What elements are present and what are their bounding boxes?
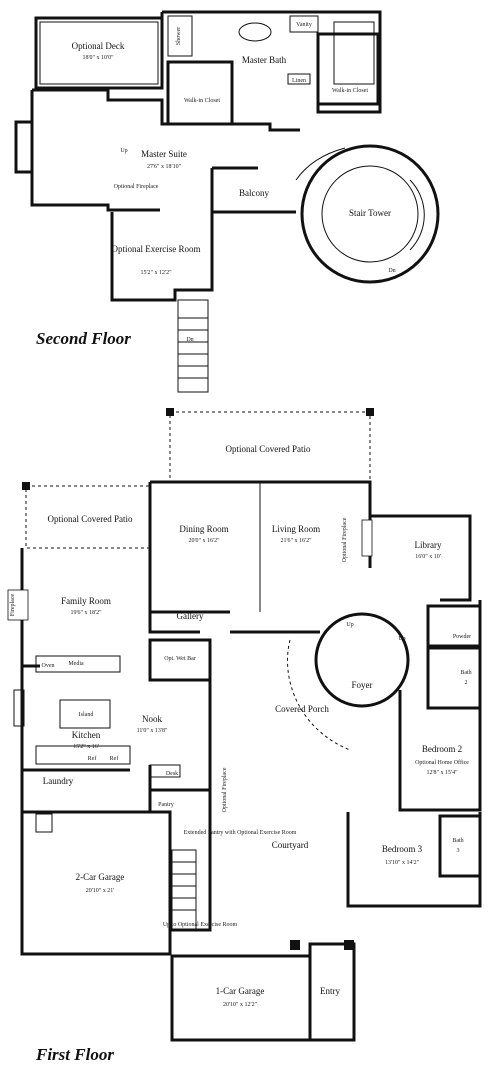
label-walkin-closet-left: Walk-in Closet	[184, 98, 220, 104]
label-optional-covered-patio-top: Optional Covered Patio	[226, 444, 311, 454]
dim-master-suite: 27'6" x 18'10"	[147, 164, 182, 170]
label-pantry: Pantry	[158, 802, 174, 808]
label-two-car-garage: 2-Car Garage	[76, 872, 125, 882]
dim-nook: 11'0" x 13'8"	[137, 728, 168, 734]
label-shower: Shower	[176, 27, 182, 45]
dim-optional-exercise-room: 15'2" x 12'2"	[140, 270, 172, 276]
dim-family-room: 19'6" x 18'2"	[70, 610, 102, 616]
label-bath2: Bath	[460, 670, 471, 676]
label-stair-tower: Stair Tower	[349, 208, 391, 218]
label-dn: Dn	[186, 337, 193, 343]
label-courtyard: Courtyard	[272, 840, 309, 850]
label-stair-dn: Dn	[388, 268, 395, 274]
label-up: Up	[120, 148, 127, 154]
label-bath3-num: 3	[457, 848, 460, 854]
label-walkin-closet-right: Walk-in Closet	[332, 88, 368, 94]
dim-one-car-garage: 20'10" x 12'2"	[223, 1002, 258, 1008]
label-master-bath: Master Bath	[242, 55, 287, 65]
second-floor-labels: Optional Deck 18'0" x 10'0" Shower Vanit…	[36, 22, 396, 348]
heading-first-floor: First Floor	[35, 1045, 114, 1064]
label-laundry: Laundry	[43, 776, 74, 786]
second-floor-walls	[14, 10, 440, 393]
label-fireplace: Fireplace	[10, 594, 16, 617]
label-optional-fireplace-living: Optional Fireplace	[342, 517, 348, 562]
label-foyer: Foyer	[352, 680, 373, 690]
label-covered-porch: Covered Porch	[275, 704, 329, 714]
label-bath2-num: 2	[465, 680, 468, 686]
label-ref2: Ref	[110, 755, 119, 762]
label-nook: Nook	[142, 714, 162, 724]
dim-library: 16'0" x 10'	[415, 554, 441, 560]
label-entry: Entry	[320, 986, 340, 996]
label-dining-room: Dining Room	[179, 524, 228, 534]
label-bath3: Bath	[452, 838, 463, 844]
label-kitchen: Kitchen	[72, 730, 101, 740]
label-optional-deck: Optional Deck	[72, 41, 125, 51]
dim-living-room: 21'6" x 16'2"	[280, 538, 312, 544]
dim-bedroom2: 12'8" x 15'4"	[426, 770, 458, 776]
label-island: Island	[79, 712, 94, 718]
label-bedroom2: Bedroom 2	[422, 744, 462, 754]
dim-dining-room: 20'0" x 16'2"	[188, 538, 220, 544]
label-linen: Linen	[292, 78, 306, 84]
label-balcony: Balcony	[239, 188, 269, 198]
label-vanity: Vanity	[296, 22, 312, 28]
label-up-optional-exercise: Up to Optional Exercise Room	[163, 922, 238, 928]
dim-optional-deck: 18'0" x 10'0"	[82, 55, 114, 61]
label-oven: Oven	[42, 663, 55, 669]
label-master-suite: Master Suite	[141, 149, 187, 159]
label-optional-covered-patio-left: Optional Covered Patio	[48, 514, 133, 524]
label-media: Media	[68, 661, 84, 667]
label-powder: Powder	[453, 634, 471, 640]
label-desk: Desk	[166, 771, 178, 777]
label-opt-wet-bar: Opt. Wet Bar	[164, 656, 196, 662]
dim-kitchen: 15'2" x 16'	[73, 744, 99, 750]
label-optional-exercise-room: Optional Exercise Room	[112, 244, 201, 254]
heading-second-floor: Second Floor	[36, 329, 131, 348]
label-bedroom2-sub: Optional Home Office	[415, 759, 469, 766]
dim-bedroom3: 13'10" x 14'2"	[385, 860, 420, 866]
label-living-room: Living Room	[272, 524, 320, 534]
first-floor-labels: Optional Covered Patio Optional Covered …	[10, 444, 472, 1064]
label-gallery: Gallery	[177, 611, 204, 621]
label-up-gallery: Up	[346, 622, 353, 628]
label-one-car-garage: 1-Car Garage	[216, 986, 265, 996]
first-floor-walls	[7, 408, 482, 1042]
label-ref: Ref	[88, 755, 97, 762]
label-optional-fireplace-nook: Optional Fireplace	[222, 767, 228, 812]
label-extended-pantry: Extended Pantry with Optional Exercise R…	[184, 830, 297, 836]
label-optional-fireplace: Optional Fireplace	[114, 184, 159, 190]
label-up-foyer: Up	[398, 636, 405, 642]
dim-two-car-garage: 20'10" x 21'	[86, 888, 115, 894]
label-family-room: Family Room	[61, 596, 111, 606]
label-bedroom3: Bedroom 3	[382, 844, 423, 854]
label-library: Library	[415, 540, 442, 550]
